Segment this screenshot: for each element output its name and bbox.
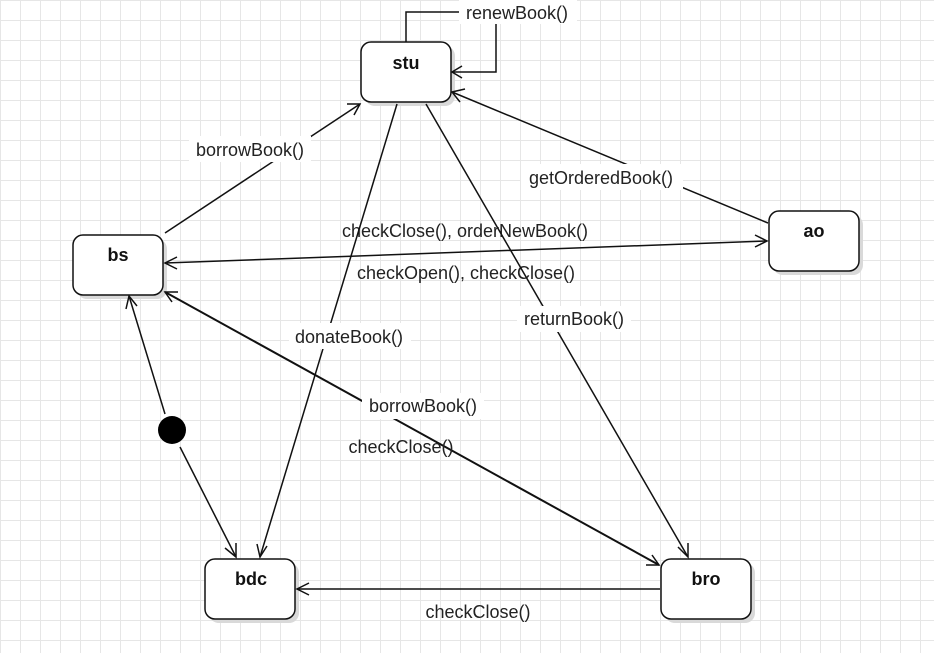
label-bg-stu-self	[459, 0, 577, 24]
label-bg-stu-to-bro	[517, 306, 631, 332]
label-bg-ao-to-stu	[521, 164, 683, 190]
label-stu-self: renewBook()	[466, 3, 568, 23]
state-bdc[interactable]: bdc	[204, 558, 299, 623]
arrowhead-ao-to-stu	[450, 88, 466, 103]
state-bdc-box	[204, 558, 296, 620]
transition-ao-to-stu[interactable]: getOrderedBook()	[450, 88, 769, 224]
transition-initial-to-bs[interactable]	[125, 294, 166, 415]
state-stu[interactable]: stu	[360, 41, 455, 106]
label-stu-to-bdc: donateBook()	[295, 327, 403, 347]
edge-bs-ao	[164, 240, 768, 264]
state-ao-label: ao	[803, 221, 824, 241]
label-bg-bs-to-stu	[189, 136, 311, 162]
arrowhead-to-bro	[646, 554, 661, 566]
transition-initial-to-bdc[interactable]	[179, 446, 237, 559]
edge-ao-to-stu	[451, 91, 769, 224]
state-bs[interactable]: bs	[72, 234, 167, 299]
arrowhead-stu-self	[450, 65, 463, 79]
label-stu-to-bro: returnBook()	[524, 309, 624, 329]
state-bro[interactable]: bro	[660, 558, 755, 623]
arrowhead-bs-to-stu	[347, 103, 362, 116]
edge-initial-to-bdc	[179, 446, 237, 558]
edge-initial-to-bs	[128, 295, 166, 415]
label-bro-bs-lower: checkClose()	[348, 437, 453, 457]
state-ao[interactable]: ao	[768, 210, 863, 275]
state-ao-box	[768, 210, 860, 272]
edge-bs-to-stu	[164, 103, 361, 234]
label-ao-to-stu: getOrderedBook()	[529, 168, 673, 188]
transition-stu-to-bro[interactable]: returnBook()	[425, 103, 689, 559]
transition-bro-to-bdc[interactable]: checkClose()	[295, 582, 660, 622]
state-stu-label: stu	[393, 53, 420, 73]
arrowhead-to-ao	[754, 234, 769, 248]
label-bs-to-stu: borrowBook()	[196, 140, 304, 160]
arrowhead-to-bs	[163, 256, 178, 270]
transition-bs-ao[interactable]: checkClose(), orderNewBook() checkOpen()…	[163, 221, 769, 283]
transition-bs-to-stu[interactable]: borrowBook()	[164, 103, 362, 234]
arrowhead-stu-to-bdc	[256, 543, 268, 559]
state-bdc-label: bdc	[235, 569, 267, 589]
label-ao-bs-lower: checkOpen(), checkClose()	[357, 263, 575, 283]
state-bs-label: bs	[107, 245, 128, 265]
state-bs-box	[72, 234, 164, 296]
initial-state-dot[interactable]	[158, 416, 186, 444]
transition-stu-self[interactable]: renewBook()	[405, 0, 577, 79]
arrowhead-stu-to-bro	[677, 543, 689, 559]
label-bg-stu-to-bdc	[289, 323, 411, 349]
label-bro-bs-upper: borrowBook()	[369, 396, 477, 416]
arrowhead-initial-to-bs	[125, 294, 138, 310]
transition-stu-to-bdc[interactable]: donateBook()	[256, 103, 411, 559]
arrowhead-bro-to-bdc	[295, 582, 310, 596]
arrowhead-to-bs-from-bro	[163, 291, 178, 303]
label-ao-bs-upper: checkClose(), orderNewBook()	[342, 221, 588, 241]
label-bg-bro-bs-upper	[362, 393, 484, 419]
label-bro-to-bdc: checkClose()	[425, 602, 530, 622]
transition-bs-bro[interactable]: borrowBook() checkClose()	[163, 291, 661, 566]
state-bro-label: bro	[692, 569, 721, 589]
arrowhead-initial-to-bdc	[224, 543, 237, 559]
state-bro-box	[660, 558, 752, 620]
edge-bs-bro	[164, 291, 660, 566]
